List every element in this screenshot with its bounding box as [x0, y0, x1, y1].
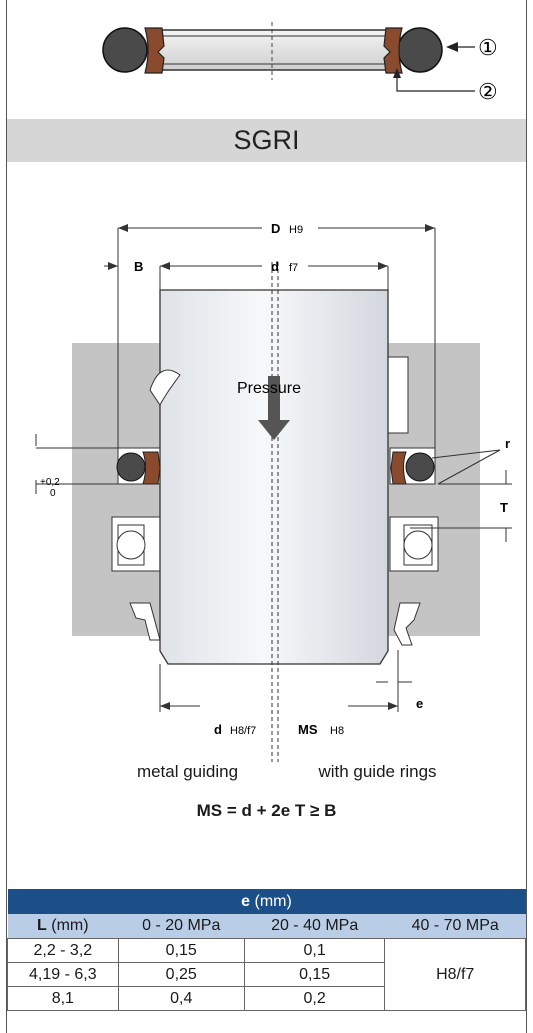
col-L-bold: L: [37, 917, 47, 934]
seal-ring-right: [383, 27, 403, 74]
callout-2: ②: [478, 79, 498, 104]
seal-illustration: ① ②: [102, 22, 498, 104]
dim-d-bottom: d: [214, 722, 222, 737]
dim-MS: MS: [298, 722, 318, 737]
cell-c2: 0,1: [243, 938, 386, 963]
pressure-label: Pressure: [237, 380, 301, 397]
cell-c1: 0,4: [117, 986, 245, 1011]
callout-1: ①: [478, 35, 498, 60]
dim-D-tol: H9: [289, 224, 303, 236]
col-L-unit: (mm): [46, 917, 89, 934]
header-e-unit: (mm): [250, 892, 292, 910]
page-frame: [6, 0, 527, 1033]
dim-r: r: [505, 436, 510, 451]
dim-MS-tol: H8: [330, 725, 344, 737]
caption-guide-rings: with guide rings: [318, 762, 437, 781]
dim-d-bottom-tol: H8/f7: [230, 725, 256, 737]
dim-T: T: [500, 500, 508, 515]
formula: MS = d + 2e T ≥ B: [196, 801, 337, 820]
dim-B: B: [134, 259, 143, 274]
cell-merged: H8/f7: [384, 938, 526, 1011]
col-3: 40 - 70 MPa: [384, 914, 526, 939]
clearance-table: e (mm) L (mm) 0 - 20 MPa 20 - 40 MPa 40 …: [7, 889, 526, 1011]
cell-c1: 0,25: [117, 962, 245, 987]
piston-rod: [159, 289, 389, 665]
housing-left: [72, 343, 160, 636]
header-e-bold: e: [241, 892, 251, 910]
cell-L: 4,19 - 6,3: [7, 962, 119, 987]
table-row: 2,2 - 3,2 0,15 0,1 H8/f7: [7, 938, 526, 1011]
dim-d-tol: f7: [289, 262, 298, 274]
cell-L: 8,1: [7, 986, 119, 1011]
dim-d: d: [271, 259, 279, 274]
col-2: 20 - 40 MPa: [244, 914, 385, 939]
oring-right: [397, 27, 443, 73]
cell-L: 2,2 - 3,2: [7, 938, 119, 963]
tol-zero: 0: [50, 488, 56, 499]
caption-metal-guiding: metal guiding: [136, 762, 239, 781]
table-row: 8,1 0,4 0,2: [7, 986, 526, 1011]
dim-D: D: [271, 221, 280, 236]
oring-left: [102, 27, 148, 73]
table-header-e: e (mm): [7, 889, 526, 914]
table-header-cols: L (mm) 0 - 20 MPa 20 - 40 MPa 40 - 70 MP…: [7, 914, 526, 939]
tol-plus: +0,2: [40, 477, 60, 488]
cell-c1: 0,15: [117, 938, 245, 963]
title-band: SGRI: [7, 119, 526, 162]
cell-c2: 0,2: [243, 986, 386, 1011]
seal-ring-left: [144, 27, 165, 74]
cross-section-diagram: Pressure D H9 B d f7 +0,2 0 r T e d H8/f…: [35, 221, 512, 762]
col-1: 0 - 20 MPa: [118, 914, 245, 939]
dim-e: e: [416, 696, 423, 711]
cell-c2: 0,15: [243, 962, 386, 987]
